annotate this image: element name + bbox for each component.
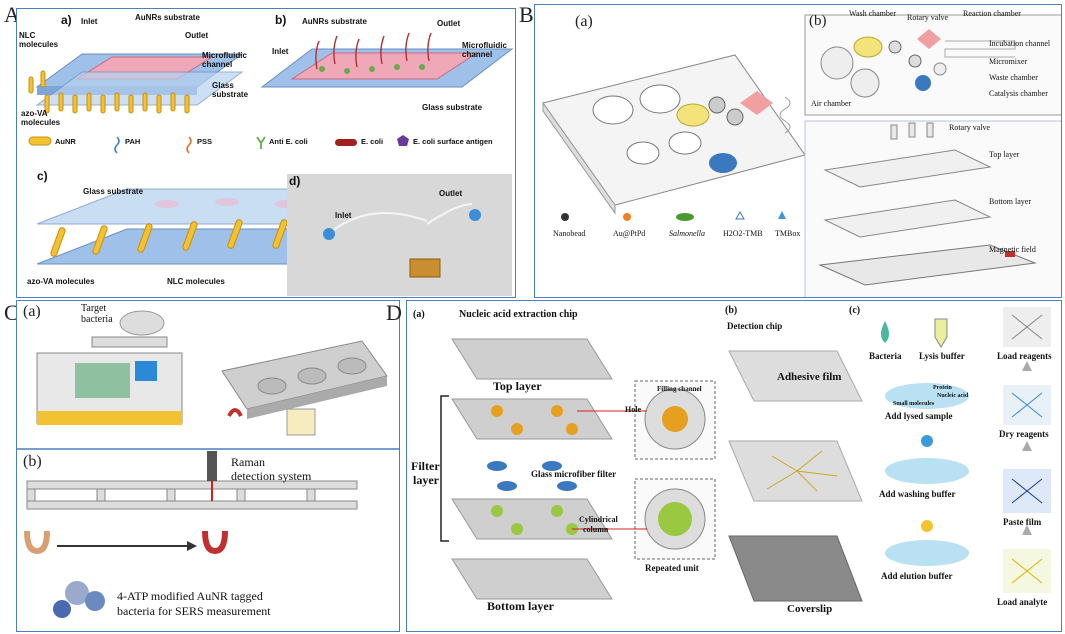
panel-d-illustration — [440, 307, 1051, 602]
d-load-reagents: Load reagents — [997, 351, 1052, 361]
a-microfluidic-label: Microfluidic channel — [202, 51, 247, 69]
c-nlc-label: NLC molecules — [167, 277, 225, 286]
d-bottom-layer: Bottom layer — [487, 599, 554, 613]
d-coverslip: Coverslip — [787, 603, 833, 615]
b-nanobead-label: Nanobead — [553, 229, 586, 238]
c-atp-label-2: bacteria for SERS measurement — [117, 604, 271, 618]
d-cyl-1: Cylindrical — [579, 515, 618, 524]
b-wash-label: Wash chamber — [849, 9, 897, 18]
panel-a-sub-c: c) — [37, 169, 48, 183]
a-outlet-label: Outlet — [185, 31, 209, 40]
panel-a-sub-b: b) — [275, 13, 287, 27]
legend-aunr: AuNR — [55, 137, 76, 146]
c-target-label: Target — [81, 303, 107, 314]
legend-ecoli: E. coli — [361, 137, 384, 146]
legend-pss: PSS — [197, 137, 213, 146]
c-azo-label: azo-VA molecules — [27, 277, 95, 286]
d-cyl-2: column — [583, 525, 609, 534]
b-micromixer-label: Micromixer — [989, 57, 1028, 66]
c-atp-label-1: 4-ATP modified AuNR tagged — [117, 589, 263, 603]
panel-b-illustration — [542, 14, 1061, 297]
b-incubation-label: Incubation channel — [989, 39, 1051, 48]
c-raman-label: Raman — [231, 455, 265, 469]
d-small: Small molecules — [893, 401, 935, 407]
panel-label-d: D — [386, 300, 402, 325]
b-inlet-label: Inlet — [272, 47, 289, 56]
d-filling-channel: Filling channel — [657, 385, 702, 393]
d-inlet-label: Inlet — [335, 211, 352, 220]
d-nucleic: Nucleic acid — [937, 393, 969, 399]
d-add-wash: Add washing buffer — [879, 489, 956, 499]
panel-d: (a) Nucleic acid extraction chip Top lay… — [406, 300, 1062, 632]
panel-label-a: A — [4, 2, 20, 27]
b-glass-label: Glass substrate — [422, 103, 483, 112]
d-hole: Hole — [625, 405, 641, 414]
d-outlet-label: Outlet — [439, 189, 463, 198]
a-nlc-label: NLC molecules — [19, 31, 59, 49]
d-sub-a: (a) — [413, 309, 425, 320]
panel-a-illustration — [28, 32, 514, 296]
legend-anti-ecoli: Anti E. coli — [269, 137, 308, 146]
a-azo-label: azo-VA molecules — [21, 109, 61, 127]
b-h2o2-label: H2O2-TMB — [723, 229, 763, 238]
d-paste-film: Paste film — [1003, 517, 1042, 527]
a-inlet-label: Inlet — [81, 17, 98, 26]
d-bacteria: Bacteria — [869, 351, 902, 361]
legend-pah: PAH — [125, 137, 141, 146]
a-glass-label: Glass substrate — [212, 81, 249, 99]
panel-c-illustration — [17, 310, 399, 618]
b-waste-label: Waste chamber — [989, 73, 1038, 82]
c-detection-label: detection system — [231, 469, 312, 483]
d-repeated: Repeated unit — [645, 563, 699, 573]
d-sub-c: (c) — [849, 305, 861, 316]
panel-b: (a) Nanobead Au@PtPd Salmonella H2O2-TMB… — [534, 4, 1062, 298]
d-protein: Protein — [933, 385, 952, 391]
panel-c: (a) Target bacteria (b) Raman detection … — [16, 300, 400, 632]
d-dry-reagents: Dry reagents — [999, 429, 1049, 439]
legend-ecoli-antigen: E. coli surface antigen — [413, 137, 493, 146]
b-reaction-label: Reaction chamber — [963, 9, 1021, 18]
b-outlet-label: Outlet — [437, 19, 461, 28]
panel-a-sub-d: d) — [289, 174, 301, 188]
d-lysis: Lysis buffer — [919, 351, 965, 361]
d-add-elution: Add elution buffer — [881, 571, 953, 581]
d-adhesive: Adhesive film — [777, 371, 842, 383]
b-top-label: Top layer — [989, 150, 1020, 159]
b-tmbox-label: TMBox — [775, 229, 801, 238]
panel-label-b: B — [519, 2, 534, 27]
panel-c-sub-a: (a) — [23, 303, 41, 320]
d-load-analyte: Load analyte — [997, 597, 1048, 607]
b-rotary-label: Rotary valve — [907, 13, 949, 22]
d-extraction-title: Nucleic acid extraction chip — [459, 309, 578, 320]
d-detection-title: Detection chip — [727, 321, 783, 331]
c-glass-label: Glass substrate — [83, 187, 144, 196]
d-top-layer: Top layer — [493, 379, 542, 393]
d-sub-b: (b) — [725, 305, 738, 316]
b-aunrs-label: AuNRs substrate — [302, 17, 367, 26]
d-glass-filter: Glass microfiber filter — [531, 469, 617, 479]
d-filter: Filter — [411, 459, 440, 473]
panel-b-sub-b: (b) — [809, 13, 827, 29]
b-air-label: Air chamber — [811, 99, 852, 108]
b-bottom-label: Bottom layer — [989, 197, 1031, 206]
b-magnetic-label: Magnetic field — [989, 245, 1036, 254]
b-microfluidic-label: Microfluidic channel — [462, 41, 507, 59]
a-aunrs-label: AuNRs substrate — [135, 13, 200, 22]
panel-a: a) Inlet AuNRs substrate Outlet NLC mole… — [16, 8, 516, 298]
c-bacteria-label: bacteria — [81, 314, 113, 325]
b-aupd-label: Au@PtPd — [613, 229, 646, 238]
b-salmonella-label: Salmonella — [669, 229, 705, 238]
b-catalysis-label: Catalysis chamber — [989, 89, 1048, 98]
b-rotary2-label: Rotary valve — [949, 123, 991, 132]
panel-a-sub-a: a) — [61, 13, 72, 27]
d-layer: layer — [413, 473, 439, 487]
panel-b-sub-a: (a) — [575, 13, 593, 30]
d-add-lysed: Add lysed sample — [885, 411, 953, 421]
panel-label-c: C — [4, 300, 19, 325]
panel-c-sub-b: (b) — [23, 453, 42, 470]
